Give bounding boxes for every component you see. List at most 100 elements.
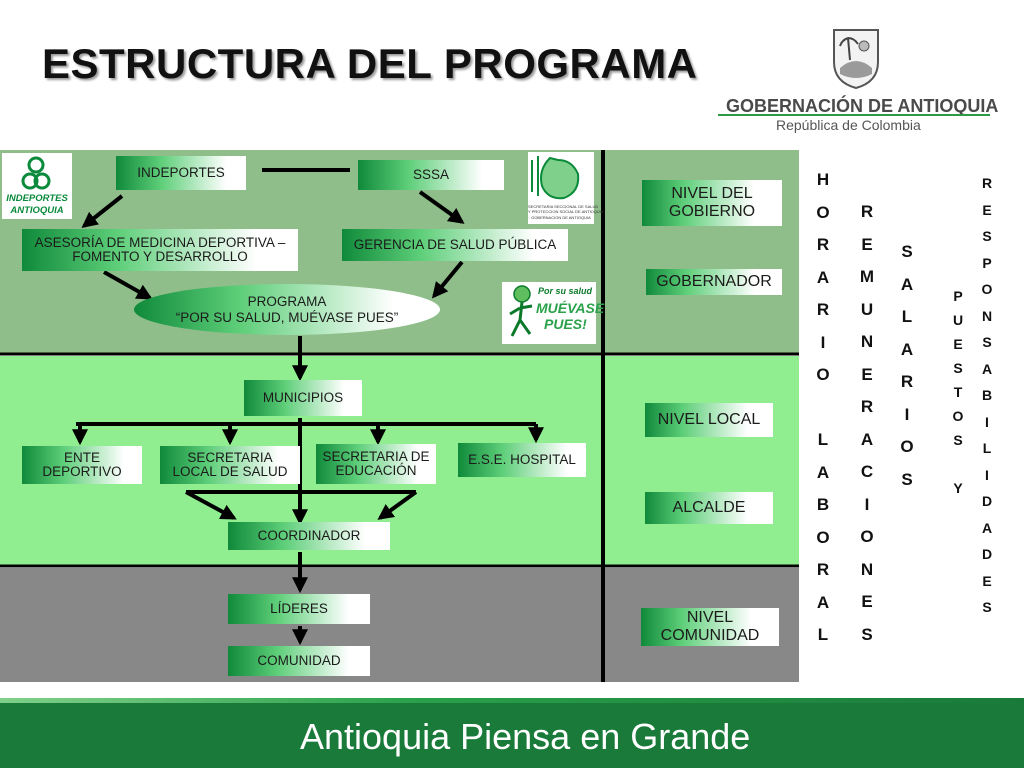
letter-remuneraciones-5: E bbox=[861, 364, 873, 384]
letter-remuneraciones-1: E bbox=[861, 234, 873, 254]
letter-puestos-4: T bbox=[953, 384, 963, 400]
letter-responsabilidades-11: I bbox=[985, 466, 989, 483]
programa-label: PROGRAMA bbox=[247, 293, 327, 309]
letter-horario-0: H bbox=[816, 170, 830, 189]
gobernacion-logo: GOBERNACIÓN DE ANTIOQUIA República de Co… bbox=[718, 24, 998, 136]
page-title: ESTRUCTURA DEL PROGRAMA bbox=[42, 40, 698, 87]
letter-horario-10: B bbox=[816, 495, 830, 514]
letter-salarios-3: A bbox=[900, 339, 914, 359]
letter-responsabilidades-16: S bbox=[982, 599, 992, 615]
letter-horario-13: A bbox=[816, 592, 830, 612]
letter-puestos-0: P bbox=[953, 288, 963, 304]
node-asesoria: ASESORÍA DE MEDICINA DEPORTIVA – FOMENTO… bbox=[22, 229, 298, 271]
gobernacion-subtitle: República de Colombia bbox=[776, 117, 921, 133]
letter-responsabilidades-10: L bbox=[982, 440, 992, 456]
level-nivel-local: NIVEL LOCAL bbox=[645, 403, 773, 437]
letter-salarios-7: S bbox=[901, 469, 913, 489]
letter-puestos-8: Y bbox=[953, 480, 963, 496]
letter-horario-9: A bbox=[816, 462, 830, 482]
letter-puestos-2: E bbox=[953, 336, 963, 352]
level-gobernador: GOBERNADOR bbox=[646, 269, 782, 295]
letter-remuneraciones-2: M bbox=[859, 267, 875, 286]
logo-divider bbox=[718, 114, 990, 116]
letter-salarios-0: S bbox=[901, 242, 913, 261]
letter-responsabilidades-1: E bbox=[982, 201, 992, 218]
letter-salarios-2: L bbox=[901, 307, 913, 326]
level-alcalde: ALCALDE bbox=[645, 492, 773, 524]
letter-salarios-5: I bbox=[904, 404, 910, 424]
node-coordinador: COORDINADOR bbox=[228, 522, 390, 550]
node-municipios: MUNICIPIOS bbox=[244, 380, 362, 416]
band-local-right bbox=[603, 356, 799, 565]
footer-slogan: Antioquia Piensa en Grande bbox=[300, 716, 751, 757]
letter-horario-1: O bbox=[816, 202, 830, 222]
letter-remuneraciones-0: R bbox=[860, 202, 874, 221]
letter-horario-11: O bbox=[816, 527, 830, 547]
node-sssa: SSSA bbox=[358, 160, 504, 190]
letter-responsabilidades-5: N bbox=[981, 307, 993, 324]
letter-responsabilidades-2: S bbox=[982, 228, 992, 244]
letter-salarios-6: O bbox=[900, 437, 914, 456]
letter-horario-6: O bbox=[816, 365, 830, 384]
letter-horario-5: I bbox=[820, 332, 826, 352]
letter-responsabilidades-3: P bbox=[982, 254, 992, 271]
letter-remuneraciones-12: E bbox=[861, 592, 873, 611]
letter-remuneraciones-11: N bbox=[860, 559, 874, 579]
muevase-logo: Por su salud MUÉVASE PUES! bbox=[502, 282, 604, 344]
node-secretaria-educacion: SECRETARIA DE EDUCACIÓN bbox=[316, 444, 436, 484]
letter-puestos-3: S bbox=[953, 360, 963, 376]
letter-responsabilidades-12: D bbox=[981, 493, 993, 509]
letter-horario-12: R bbox=[816, 560, 830, 579]
letter-puestos-6: S bbox=[953, 432, 963, 448]
node-gerencia: GERENCIA DE SALUD PÚBLICA bbox=[342, 229, 568, 261]
node-lideres: LÍDERES bbox=[228, 594, 370, 624]
node-programa: PROGRAMA “POR SU SALUD, MUÉVASE PUES” bbox=[134, 284, 440, 335]
letter-remuneraciones-3: U bbox=[860, 299, 874, 319]
ssa-logo: SECRETARIA SECCIONAL DE SALUD Y PROTECCI… bbox=[528, 152, 604, 224]
letter-remuneraciones-9: I bbox=[864, 494, 870, 514]
level-nivel-comunidad: NIVEL COMUNIDAD bbox=[641, 608, 779, 646]
letter-salarios-1: A bbox=[900, 274, 914, 294]
node-ese-hospital: E.S.E. HOSPITAL bbox=[458, 443, 586, 477]
letter-responsabilidades-8: B bbox=[981, 387, 993, 403]
letter-responsabilidades-7: A bbox=[981, 360, 993, 377]
footer-stripe bbox=[0, 698, 1024, 706]
letter-responsabilidades-6: S bbox=[982, 334, 992, 350]
letter-salarios-4: R bbox=[900, 372, 914, 391]
letter-horario-3: A bbox=[816, 267, 830, 287]
letter-responsabilidades-13: A bbox=[981, 519, 993, 536]
node-indeportes: INDEPORTES bbox=[116, 156, 246, 190]
letter-puestos-1: U bbox=[952, 312, 964, 328]
programa-name: “POR SU SALUD, MUÉVASE PUES” bbox=[175, 309, 399, 325]
letter-remuneraciones-10: O bbox=[860, 527, 874, 546]
level-nivel-gobierno: NIVEL DEL GOBIERNO bbox=[642, 180, 782, 226]
letter-remuneraciones-4: N bbox=[860, 332, 874, 351]
runner-mascot-icon bbox=[509, 285, 533, 337]
muevase-logo-line2: MUÉVASE bbox=[536, 300, 605, 316]
runner-icon bbox=[21, 156, 51, 190]
gobernacion-name: GOBERNACIÓN DE ANTIOQUIA bbox=[726, 96, 999, 116]
letter-puestos-7 bbox=[956, 452, 960, 476]
ssa-logo-line3: GOBERNACION DE ANTIOQUIA bbox=[531, 215, 591, 220]
letter-remuneraciones-7: A bbox=[860, 429, 874, 449]
muevase-logo-line1: Por su salud bbox=[538, 286, 593, 296]
indeportes-logo: INDEPORTES ANTIOQUIA bbox=[2, 153, 72, 219]
letter-remuneraciones-8: C bbox=[860, 462, 874, 481]
letter-responsabilidades-15: E bbox=[982, 572, 992, 589]
coat-of-arms-icon bbox=[833, 29, 879, 90]
node-secretaria-salud: SECRETARIA LOCAL DE SALUD bbox=[160, 446, 300, 484]
ssa-logo-line2: Y PROTECCION SOCIAL DE ANTIOQUIA bbox=[528, 209, 604, 214]
muevase-logo-line3: PUES! bbox=[544, 316, 587, 332]
letter-responsabilidades-4: O bbox=[981, 281, 993, 297]
indeportes-logo-line2: ANTIOQUIA bbox=[10, 205, 64, 216]
letter-remuneraciones-6: R bbox=[860, 397, 874, 416]
letter-horario-8: L bbox=[817, 430, 829, 449]
indeportes-logo-line1: INDEPORTES bbox=[6, 193, 68, 204]
letter-horario-2: R bbox=[816, 235, 830, 254]
